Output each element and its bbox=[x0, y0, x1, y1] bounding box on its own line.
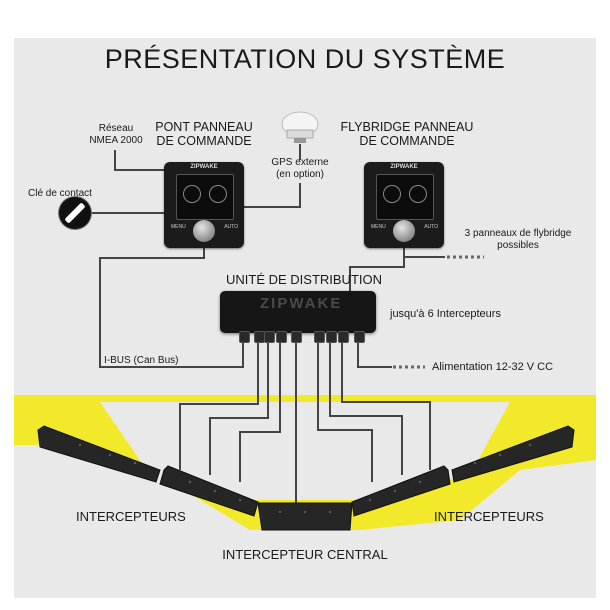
flybridge-panel-menu-key: MENU bbox=[371, 224, 386, 230]
gps-label-line2: (en option) bbox=[276, 168, 324, 180]
interceptor-blade-center bbox=[257, 502, 353, 531]
distribution-unit-label: UNITÉ DE DISTRIBUTION bbox=[225, 272, 382, 287]
connector-port bbox=[291, 331, 302, 343]
nmea-label-line1: Réseau bbox=[98, 123, 134, 134]
gps-antenna-icon bbox=[281, 111, 319, 143]
wire-power bbox=[357, 336, 392, 368]
wires bbox=[91, 144, 445, 505]
interceptor-blade-right-outer bbox=[451, 425, 575, 483]
wire-flybridge-out bbox=[403, 248, 445, 258]
flybridge-panel-label-line1: FLYBRIDGE PANNEAU bbox=[340, 120, 474, 134]
bridge-panel-screen bbox=[176, 174, 234, 220]
connector-port bbox=[354, 331, 365, 343]
connector-port bbox=[239, 331, 250, 343]
flybridge-panel-label-line2: DE COMMANDE bbox=[359, 134, 455, 149]
gauge-icon bbox=[209, 185, 227, 203]
wire-ibus bbox=[99, 248, 244, 368]
ignition-key-icon bbox=[59, 197, 91, 229]
interceptor-center-label: INTERCEPTEUR CENTRAL bbox=[222, 547, 388, 562]
page-title: PRÉSENTATION DU SYSTÈME bbox=[104, 44, 506, 74]
flybridge-panel-auto-key: AUTO bbox=[424, 224, 438, 230]
nmea-label-line2: NMEA 2000 bbox=[89, 134, 143, 146]
interceptors-right-label: INTERCEPTEURS bbox=[434, 509, 544, 524]
bridge-panel-auto-key: AUTO bbox=[224, 224, 238, 230]
bridge-panel-knob-icon bbox=[193, 220, 215, 242]
flybridge-panel-brand: ZIPWAKE bbox=[390, 164, 418, 170]
bridge-panel-label-line1: PONT PANNEAU bbox=[155, 120, 253, 134]
wire-int-1 bbox=[179, 336, 259, 470]
ignition-label: Clé de contact bbox=[28, 188, 92, 199]
connector-port bbox=[276, 331, 287, 343]
ibus-label: I-BUS (Can Bus) bbox=[104, 355, 179, 366]
power-label: Alimentation 12-32 V CC bbox=[432, 361, 554, 373]
wire-int-5 bbox=[329, 336, 403, 475]
interceptor-blade-left-outer bbox=[37, 425, 161, 483]
wire-int-4 bbox=[317, 336, 373, 482]
connector-port bbox=[326, 331, 337, 343]
flybridge-control-panel: ZIPWAKE MENU AUTO bbox=[364, 162, 444, 248]
flybridge-count-note: 3 panneaux de flybridge possibles bbox=[458, 228, 578, 251]
bridge-panel-brand: ZIPWAKE bbox=[190, 164, 218, 170]
flybridge-panel-knob-icon bbox=[393, 220, 415, 242]
interceptors-max-label: jusqu'à 6 Intercepteurs bbox=[390, 308, 501, 320]
flybridge-note-line1: 3 panneaux de flybridge bbox=[464, 228, 572, 239]
bridge-panel-label-line2: DE COMMANDE bbox=[156, 134, 252, 149]
nmea-label: Réseau NMEA 2000 bbox=[76, 123, 156, 146]
connector-port bbox=[314, 331, 325, 343]
connector-port bbox=[264, 331, 275, 343]
hull-white-inner bbox=[100, 402, 510, 500]
flybridge-note-line2: possibles bbox=[497, 239, 539, 251]
wire-flybridge-dist bbox=[349, 257, 405, 291]
wire-nmea bbox=[114, 150, 164, 171]
wire-gps-bridge bbox=[244, 183, 301, 208]
flybridge-panel-label: FLYBRIDGE PANNEAU DE COMMANDE bbox=[322, 120, 492, 149]
bridge-control-panel: ZIPWAKE MENU AUTO bbox=[164, 162, 244, 248]
wire-int-2 bbox=[209, 336, 269, 475]
distribution-unit: ZIPWAKE bbox=[220, 291, 376, 333]
gps-label-line1: GPS externe bbox=[271, 157, 329, 168]
wire-int-3 bbox=[239, 336, 281, 482]
connector-port bbox=[338, 331, 349, 343]
bridge-panel-menu-key: MENU bbox=[171, 224, 186, 230]
gauge-icon bbox=[383, 185, 401, 203]
gauge-icon bbox=[183, 185, 201, 203]
gauge-icon bbox=[409, 185, 427, 203]
interceptor-blade-right-inner bbox=[351, 465, 451, 517]
interceptor-blades bbox=[37, 425, 575, 531]
interceptor-blade-left-inner bbox=[159, 465, 259, 517]
gps-label: GPS externe (en option) bbox=[262, 157, 338, 180]
wire-int-6 bbox=[341, 336, 431, 470]
flybridge-panel-screen bbox=[376, 174, 434, 220]
interceptors-left-label: INTERCEPTEURS bbox=[76, 509, 186, 524]
distribution-unit-logo: ZIPWAKE bbox=[260, 295, 343, 312]
bridge-panel-label: PONT PANNEAU DE COMMANDE bbox=[134, 120, 274, 149]
